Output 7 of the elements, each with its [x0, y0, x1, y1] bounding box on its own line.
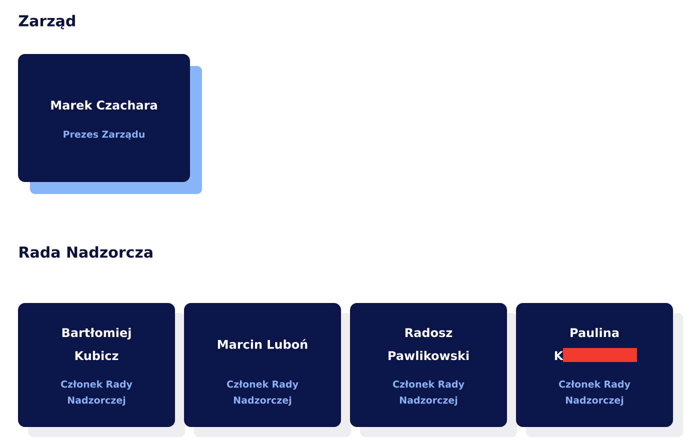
person-card: Radosz Pawlikowski Członek Rady Nadzorczej [350, 302, 507, 427]
person-card: Bartłomiej Kubicz Członek Rady Nadzorczej [18, 302, 175, 427]
person-card: Marek Czachara Prezes Zarządu [18, 54, 190, 182]
section-heading: Zarząd [18, 14, 75, 30]
section-heading: Rada Nadzorcza [20, 246, 152, 258]
person-card: Marcin Luboń Członek Rady Nadzorczej [184, 302, 341, 427]
person-card: Paulina K Członek Rady Nadzorczej [516, 302, 673, 427]
